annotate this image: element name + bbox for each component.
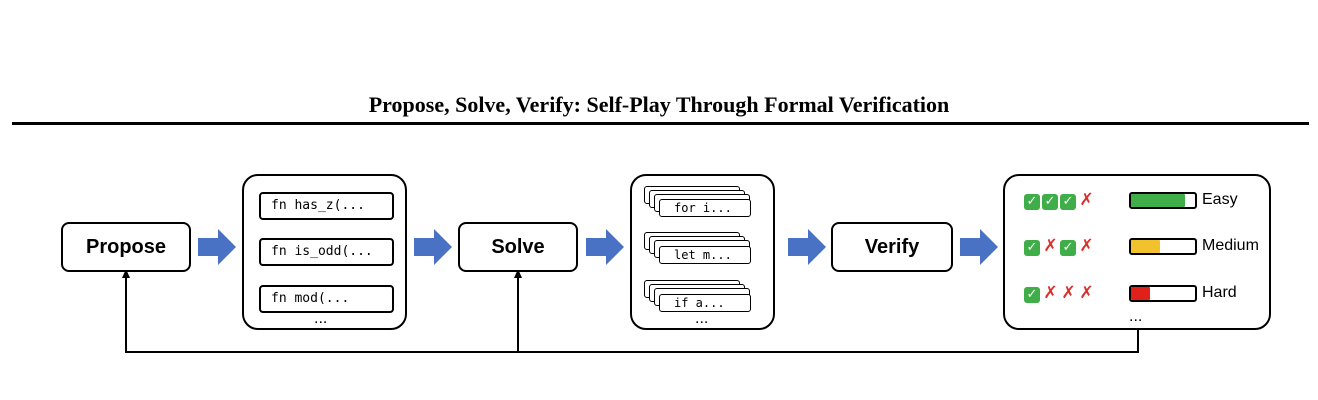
solve-stage: Solve (458, 222, 578, 272)
proposal-item: fn has_z(... (259, 192, 394, 220)
difficulty-label: Medium (1202, 237, 1259, 254)
verify-stage: Verify (831, 222, 953, 272)
verification-marks: ✓✓✓✗ (1024, 190, 1096, 210)
difficulty-bar-fill (1131, 287, 1150, 300)
difficulty-label: Easy (1202, 191, 1238, 208)
flow-arrow-4 (788, 229, 826, 265)
pass-check-icon: ✓ (1042, 194, 1058, 210)
pass-check-icon: ✓ (1060, 194, 1076, 210)
difficulty-bar (1129, 192, 1197, 209)
proposal-item: fn is_odd(... (259, 238, 394, 266)
difficulty-bar-fill (1131, 240, 1160, 253)
proposals-panel: fn has_z(... fn is_odd(... fn mod(... ..… (242, 174, 407, 330)
solve-label: Solve (491, 235, 545, 258)
pass-check-icon: ✓ (1024, 240, 1040, 256)
feedback-arrowhead-solve (514, 269, 522, 278)
difficulty-label: Hard (1202, 284, 1237, 301)
title-rule (12, 122, 1309, 125)
fail-cross-icon: ✗ (1079, 190, 1094, 210)
pass-check-icon: ✓ (1060, 240, 1076, 256)
solution-item: if a... (659, 294, 751, 312)
verify-label: Verify (864, 235, 920, 258)
flow-arrow-3 (586, 229, 624, 265)
solution-item: let m... (659, 246, 751, 264)
propose-stage: Propose (61, 222, 191, 272)
fail-cross-icon: ✗ (1061, 283, 1076, 303)
results-more: ... (1129, 308, 1143, 325)
flow-arrow-2 (414, 229, 452, 265)
feedback-line (125, 273, 1139, 353)
proposals-more: ... (314, 310, 328, 327)
flow-arrow-5 (960, 229, 998, 265)
pass-check-icon: ✓ (1024, 287, 1040, 303)
fail-cross-icon: ✗ (1079, 283, 1094, 303)
fail-cross-icon: ✗ (1043, 283, 1058, 303)
diagram-title: Propose, Solve, Verify: Self-Play Throug… (368, 92, 950, 117)
proposal-item: fn mod(... (259, 285, 394, 313)
pass-check-icon: ✓ (1024, 194, 1040, 210)
propose-label: Propose (85, 235, 167, 258)
solutions-panel: for i... let m... if a... ... (630, 174, 775, 330)
solutions-more: ... (695, 310, 709, 327)
difficulty-bar (1129, 238, 1197, 255)
verification-marks: ✓✗✗✗ (1024, 283, 1096, 303)
solution-item: for i... (659, 199, 751, 217)
flow-arrow-1 (198, 229, 236, 265)
difficulty-bar-fill (1131, 194, 1185, 207)
fail-cross-icon: ✗ (1043, 236, 1058, 256)
fail-cross-icon: ✗ (1079, 236, 1094, 256)
difficulty-bar (1129, 285, 1197, 302)
feedback-arrowhead-propose (122, 269, 130, 278)
verification-marks: ✓✗✓✗ (1024, 236, 1096, 256)
